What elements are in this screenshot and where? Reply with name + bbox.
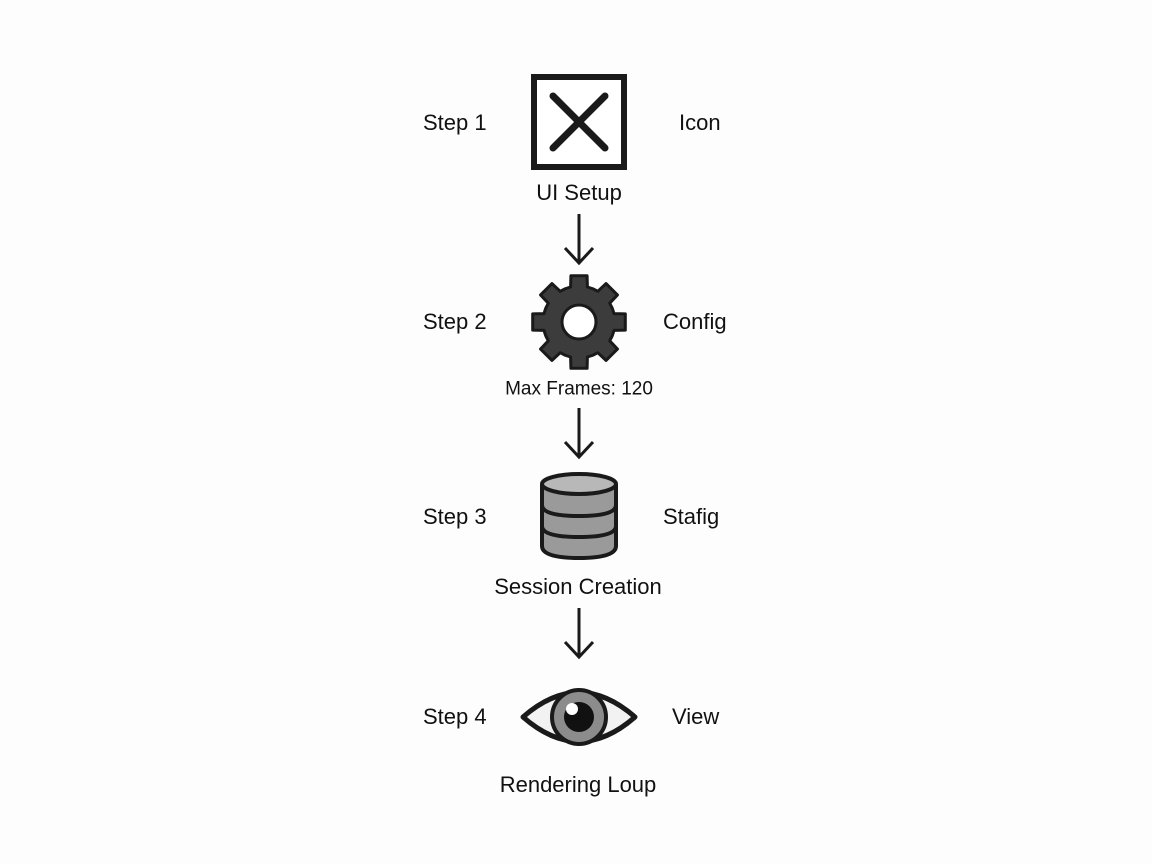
step-1-label: Step 1 [423,110,487,135]
step-3-side-label: Stafig [663,504,720,529]
step-1-side-label: Icon [679,110,721,135]
arrow-1-2 [559,212,599,266]
step-1-caption: UI Setup [536,180,622,205]
database-icon [538,470,620,562]
step-4-label: Step 4 [423,704,487,729]
step-3-label: Step 3 [423,504,487,529]
close-box-icon [531,74,627,170]
arrow-2-3 [559,406,599,460]
step-3-caption: Session Creation [494,574,662,599]
step-4-caption: Rendering Loup [499,772,657,797]
step-2-caption: Max Frames: 120 [505,378,653,400]
eye-icon [519,680,639,754]
arrow-3-4 [559,606,599,660]
step-2-side-label: Config [663,309,727,334]
gear-icon [529,272,629,372]
step-2-label: Step 2 [423,309,487,334]
step-4-side-label: View [672,704,720,729]
